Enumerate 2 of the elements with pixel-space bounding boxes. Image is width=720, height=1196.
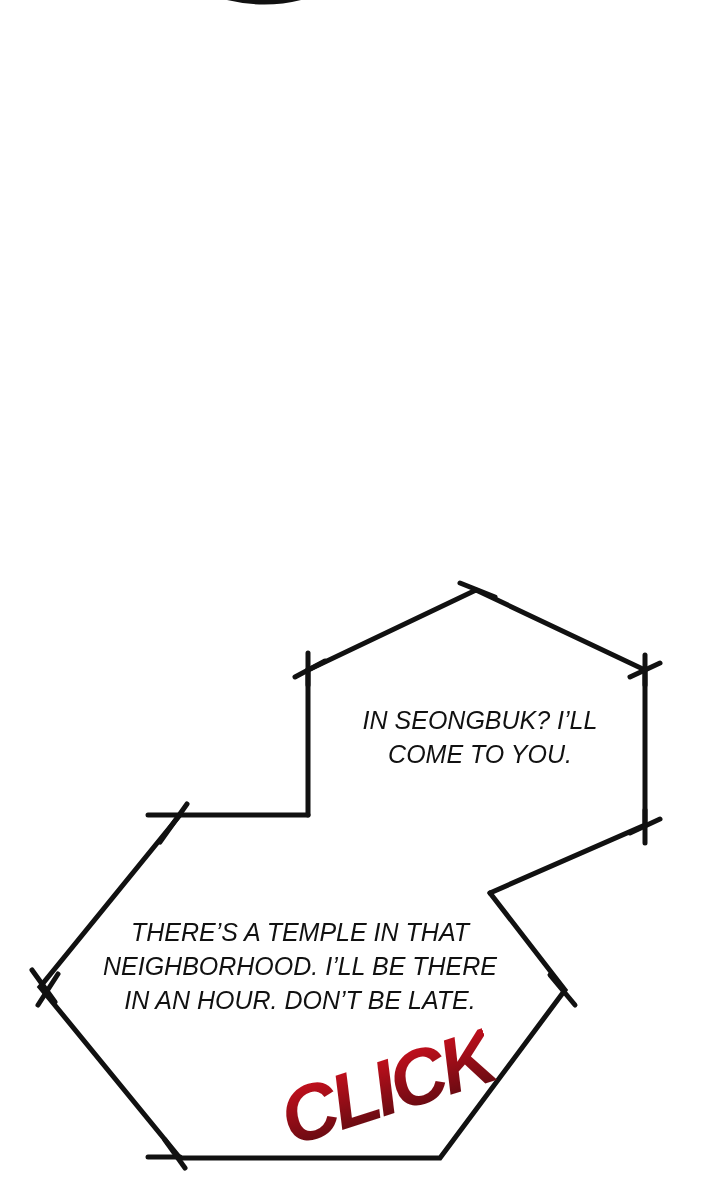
speech-text: THERE’S A TEMPLE IN THAT NEIGHBORHOOD. I’LL BE THERE IN AN HOUR. DON’T BE LATE. <box>101 917 499 1016</box>
speech-text: IN SEONGBUK? I’LL COME TO YOU. <box>361 705 599 770</box>
